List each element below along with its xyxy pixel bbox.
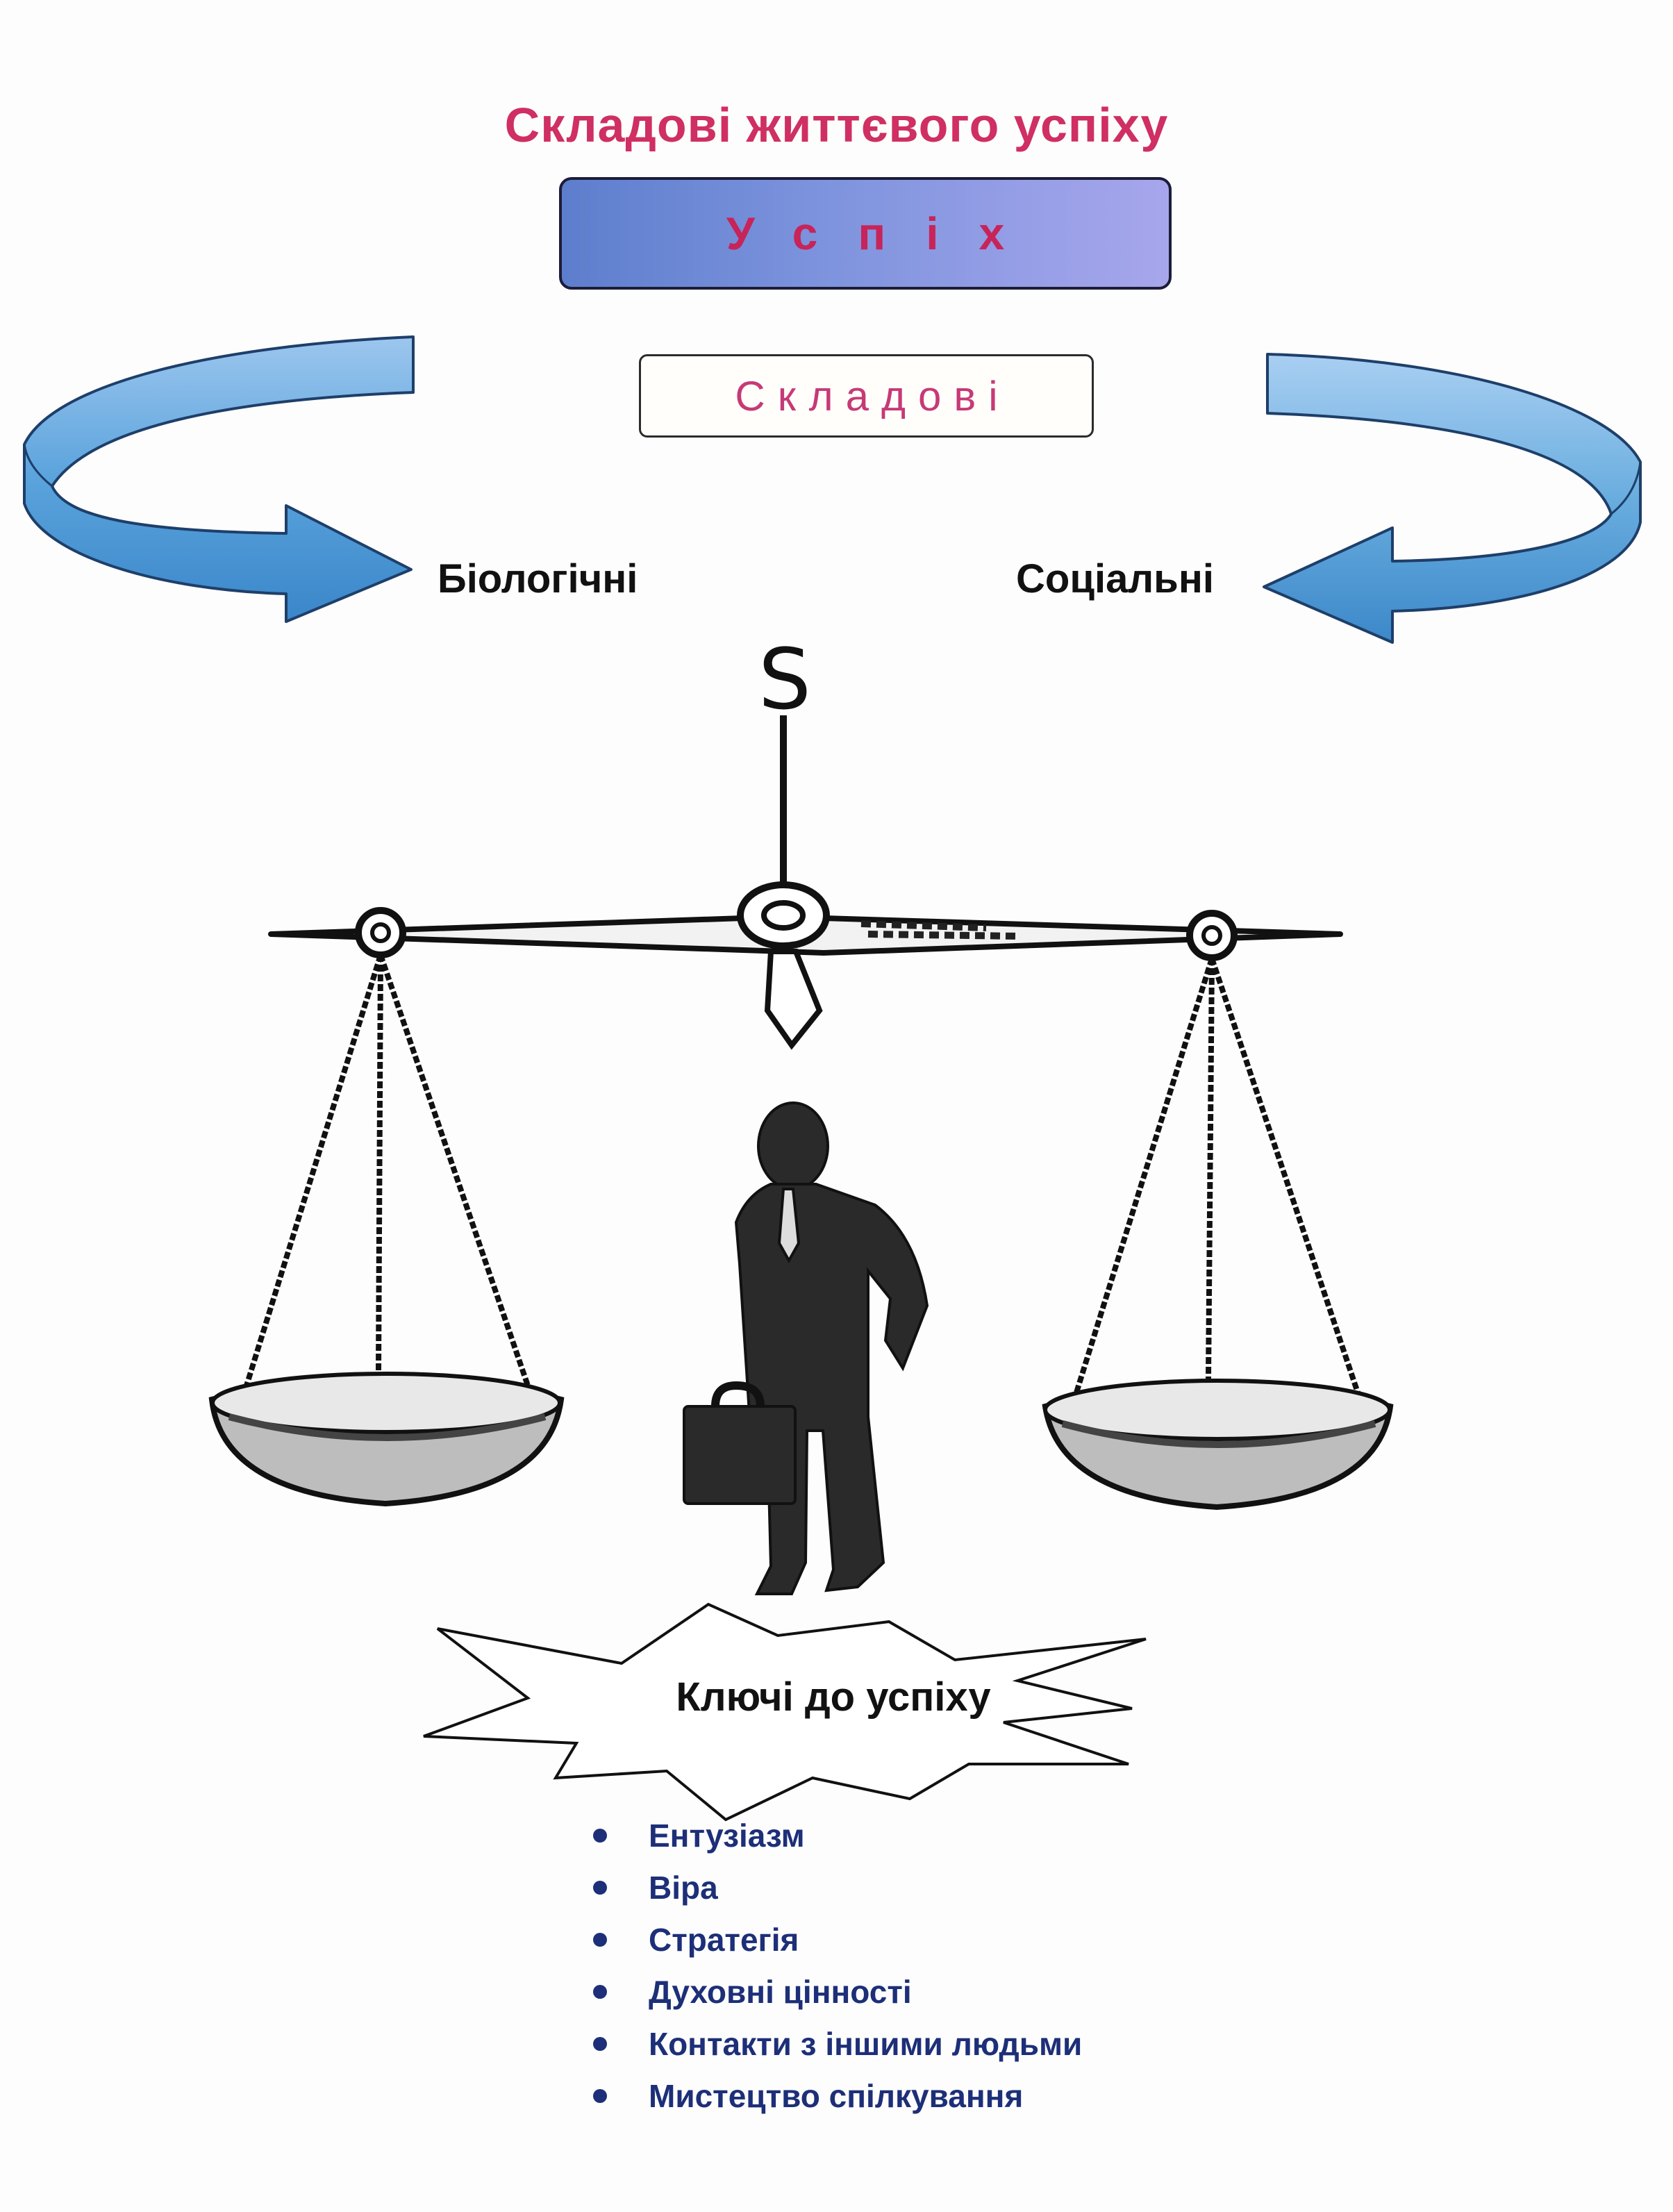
key-label: Віра	[649, 1869, 718, 1906]
key-label: Духовні цінності	[649, 1973, 912, 2010]
bullet-icon	[593, 2088, 607, 2103]
key-label: Контакти з іншими людьми	[649, 2025, 1083, 2062]
list-item: Духовні цінності	[590, 1965, 1082, 2018]
starburst-icon	[423, 1602, 1147, 1822]
biological-label: Біологічні	[438, 556, 638, 601]
bullet-icon	[593, 1880, 607, 1895]
hook-letter: S	[758, 632, 811, 729]
keys-title: Ключі до успіху	[676, 1674, 991, 1720]
bullet-icon	[593, 2036, 607, 2051]
key-label: Мистецтво спілкування	[649, 2077, 1024, 2114]
key-label: Ентузіазм	[649, 1817, 805, 1854]
keys-list: Ентузіазм Віра Стратегія Духовні цінност…	[590, 1809, 1082, 2122]
list-item: Ентузіазм	[590, 1809, 1082, 1861]
key-label: Стратегія	[649, 1921, 799, 1958]
components-label: Складові	[735, 372, 1010, 419]
bullet-icon	[593, 1932, 607, 1947]
list-item: Стратегія	[590, 1913, 1082, 1965]
list-item: Мистецтво спілкування	[590, 2070, 1082, 2122]
list-item: Контакти з іншими людьми	[590, 2018, 1082, 2070]
list-item: Віра	[590, 1861, 1082, 1913]
social-label: Соціальні	[1016, 556, 1214, 601]
scale-hook-icon: S	[758, 632, 811, 882]
right-scale-pan-icon	[1042, 957, 1394, 1511]
bullet-icon	[593, 1828, 607, 1843]
left-curved-arrow-icon	[23, 335, 415, 623]
page-title: Складові життєвого успіху	[504, 98, 1169, 152]
businessman-icon	[683, 1101, 929, 1595]
right-curved-arrow-icon	[1263, 353, 1642, 644]
components-box: Складові	[639, 354, 1094, 438]
success-box: Успіх	[559, 177, 1172, 290]
scale-beam-icon	[268, 881, 1343, 1050]
left-scale-pan-icon	[208, 954, 565, 1507]
success-label: Успіх	[726, 208, 1045, 259]
bullet-icon	[593, 1984, 607, 1999]
